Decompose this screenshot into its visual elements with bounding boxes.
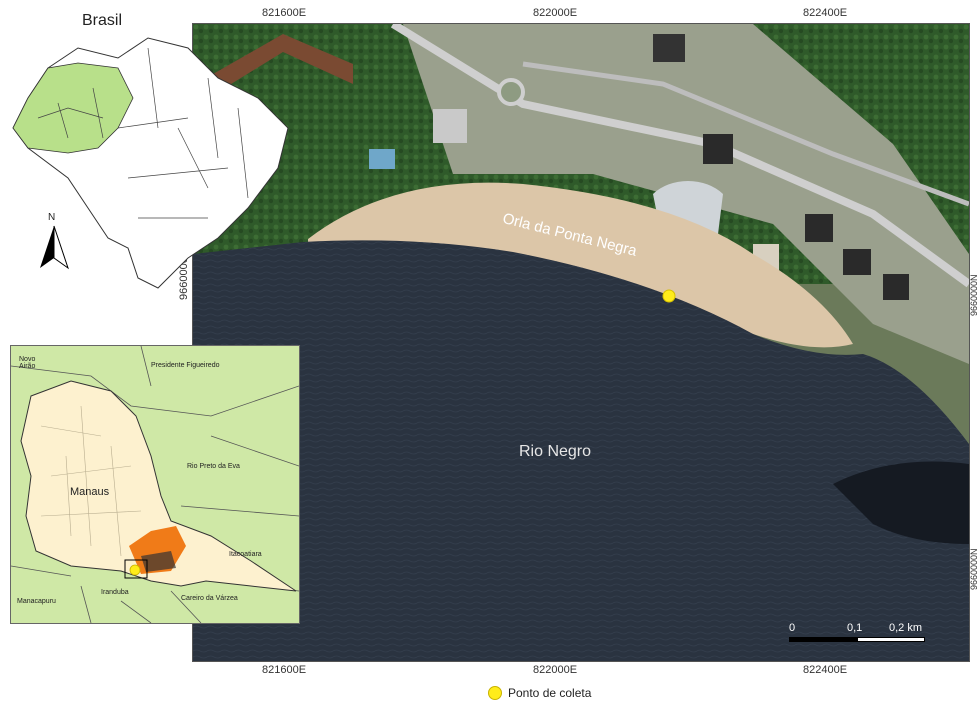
grid-label-bottom-1: 821600E bbox=[262, 664, 307, 676]
satellite-image bbox=[193, 24, 969, 661]
inset-label-itacoatiara: Itacoatiara bbox=[229, 551, 262, 558]
inset-label-careiro: Careiro da Várzea bbox=[181, 595, 238, 602]
grid-label-top-3: 822400E bbox=[803, 7, 848, 19]
collection-point-marker bbox=[662, 289, 676, 303]
grid-label-right-top: 9660000N bbox=[969, 274, 977, 316]
inset-label-iranduba: Iranduba bbox=[101, 589, 129, 596]
inset-region-map: Novo Airão Presidente Figueiredo Rio Pre… bbox=[10, 345, 300, 624]
grid-label-right-bottom: 9660000N bbox=[969, 548, 977, 590]
scale-bar: 0 0,1 0,2 km bbox=[789, 622, 929, 644]
inset-label-novo-airao: Novo Airão bbox=[19, 356, 36, 370]
grid-label-top-2: 822000E bbox=[533, 7, 578, 19]
scale-label-end: 0,2 km bbox=[889, 622, 923, 634]
label-rio-negro: Rio Negro bbox=[519, 443, 592, 460]
legend-point-icon bbox=[488, 686, 502, 700]
inset-label-manacapuru: Manacapuru bbox=[17, 598, 56, 605]
inset-label-manaus: Manaus bbox=[70, 486, 110, 498]
brasil-locator-map: Brasil N bbox=[8, 8, 308, 308]
brasil-outline bbox=[12, 37, 289, 289]
grid-label-bottom-2: 822000E bbox=[533, 664, 578, 676]
grid-label-top-1: 821600E bbox=[262, 7, 307, 19]
legend: Ponto de coleta bbox=[488, 686, 591, 700]
scale-label-mid: 0,1 bbox=[847, 622, 863, 634]
legend-label: Ponto de coleta bbox=[508, 686, 592, 700]
brasil-title: Brasil bbox=[82, 12, 123, 29]
grid-label-bottom-3: 822400E bbox=[803, 664, 848, 676]
north-arrow-label: N bbox=[48, 212, 56, 223]
scale-segment-black bbox=[789, 637, 857, 642]
inset-label-presidente-figueiredo: Presidente Figueiredo bbox=[151, 362, 220, 369]
scale-label-zero: 0 bbox=[789, 622, 796, 634]
inset-map-graphic bbox=[11, 346, 299, 623]
scale-segment-white bbox=[857, 637, 925, 642]
inset-collection-point bbox=[129, 564, 141, 576]
inset-label-rio-preto: Rio Preto da Eva bbox=[187, 463, 240, 470]
main-map: Orla da Ponta Negra Rio Negro 0 0,1 0,2 … bbox=[192, 23, 970, 662]
